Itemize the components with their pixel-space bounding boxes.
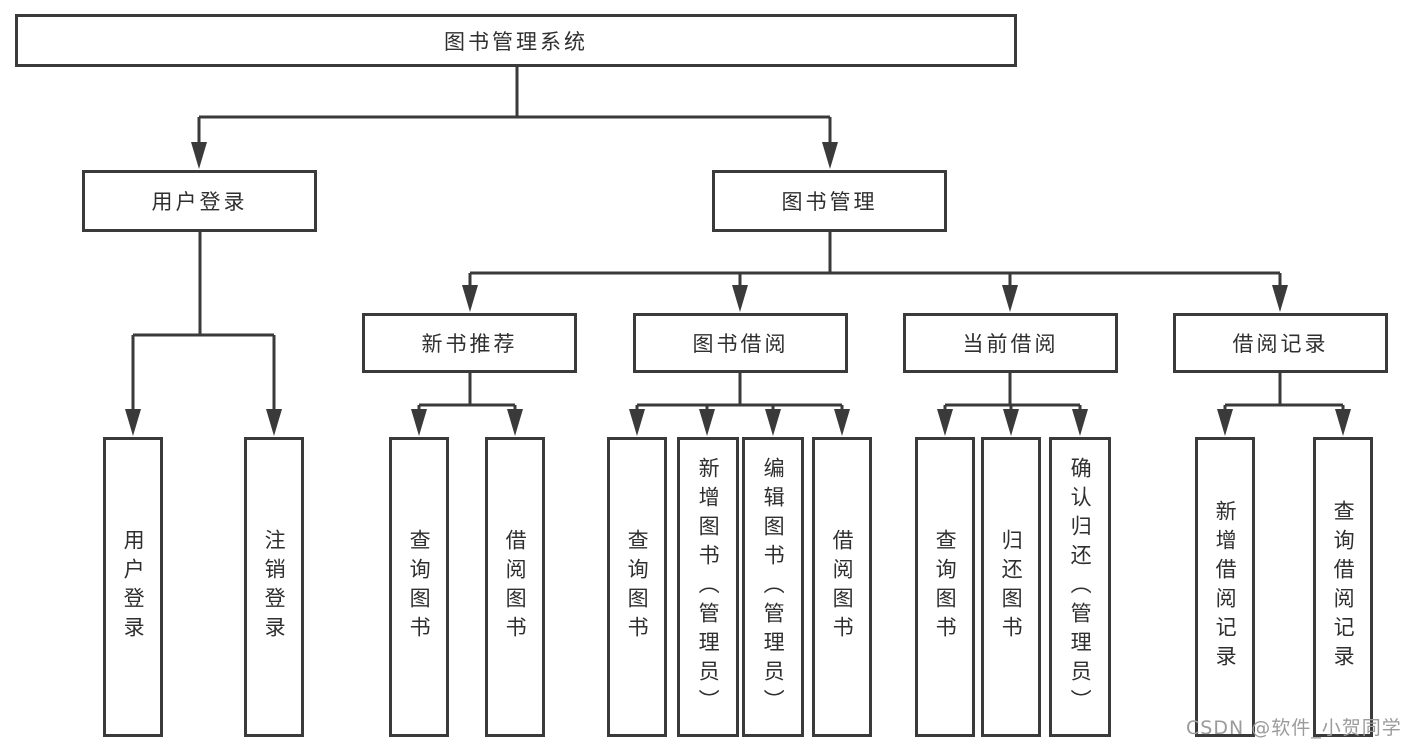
leaf-user-login: 用户登录 xyxy=(103,437,163,737)
node-book-management: 图书管理 xyxy=(712,170,947,232)
node-current-borrowing: 当前借阅 xyxy=(903,313,1118,373)
leaf-query-books-current-label: 查询图书 xyxy=(933,529,958,645)
leaf-query-borrow-record: 查询借阅记录 xyxy=(1313,437,1373,737)
leaf-borrow-book: 借阅图书 xyxy=(812,437,872,737)
node-borrowing-records-label: 借阅记录 xyxy=(1232,332,1329,356)
leaf-query-borrow-record-label: 查询借阅记录 xyxy=(1331,500,1356,674)
csdn-watermark: CSDN @软件_小贺同学 xyxy=(1186,717,1402,739)
leaf-edit-book-admin-label: 编辑图书（管理员） xyxy=(761,456,786,718)
arrowheads xyxy=(125,142,1351,436)
leaf-add-borrow-record: 新增借阅记录 xyxy=(1195,437,1255,737)
leaf-borrow-book-recommend-label: 借阅图书 xyxy=(503,529,528,645)
node-new-book-recommend-label: 新书推荐 xyxy=(421,332,518,356)
node-book-borrowing: 图书借阅 xyxy=(633,313,848,373)
node-user-login: 用户登录 xyxy=(82,170,317,232)
node-new-book-recommend: 新书推荐 xyxy=(362,313,577,373)
leaf-return-book: 归还图书 xyxy=(981,437,1041,737)
leaf-query-books-recommend-label: 查询图书 xyxy=(407,529,432,645)
leaf-logout-label: 注销登录 xyxy=(262,529,287,645)
leaf-logout: 注销登录 xyxy=(244,437,304,737)
leaf-borrow-book-label: 借阅图书 xyxy=(830,529,855,645)
leaf-return-book-label: 归还图书 xyxy=(999,529,1024,645)
node-library-system-label: 图书管理系统 xyxy=(444,29,588,54)
leaf-borrow-book-recommend: 借阅图书 xyxy=(485,437,545,737)
leaf-query-books-borrowing: 查询图书 xyxy=(607,437,667,737)
node-user-login-label: 用户登录 xyxy=(151,190,248,214)
leaf-confirm-return-admin: 确认归还（管理员） xyxy=(1049,437,1111,737)
leaf-query-books-current: 查询图书 xyxy=(915,437,975,737)
node-borrowing-records: 借阅记录 xyxy=(1173,313,1388,373)
leaf-confirm-return-admin-label: 确认归还（管理员） xyxy=(1068,456,1093,718)
leaf-add-borrow-record-label: 新增借阅记录 xyxy=(1213,500,1238,674)
leaf-add-book-admin-label: 新增图书（管理员） xyxy=(696,456,721,718)
node-current-borrowing-label: 当前借阅 xyxy=(962,332,1059,356)
node-book-management-label: 图书管理 xyxy=(781,190,878,214)
leaf-query-books-borrowing-label: 查询图书 xyxy=(625,529,650,645)
leaf-user-login-label: 用户登录 xyxy=(121,529,146,645)
node-book-borrowing-label: 图书借阅 xyxy=(692,332,789,356)
node-library-system: 图书管理系统 xyxy=(15,14,1017,67)
leaf-add-book-admin: 新增图书（管理员） xyxy=(677,437,739,737)
leaf-edit-book-admin: 编辑图书（管理员） xyxy=(742,437,804,737)
leaf-query-books-recommend: 查询图书 xyxy=(389,437,449,737)
